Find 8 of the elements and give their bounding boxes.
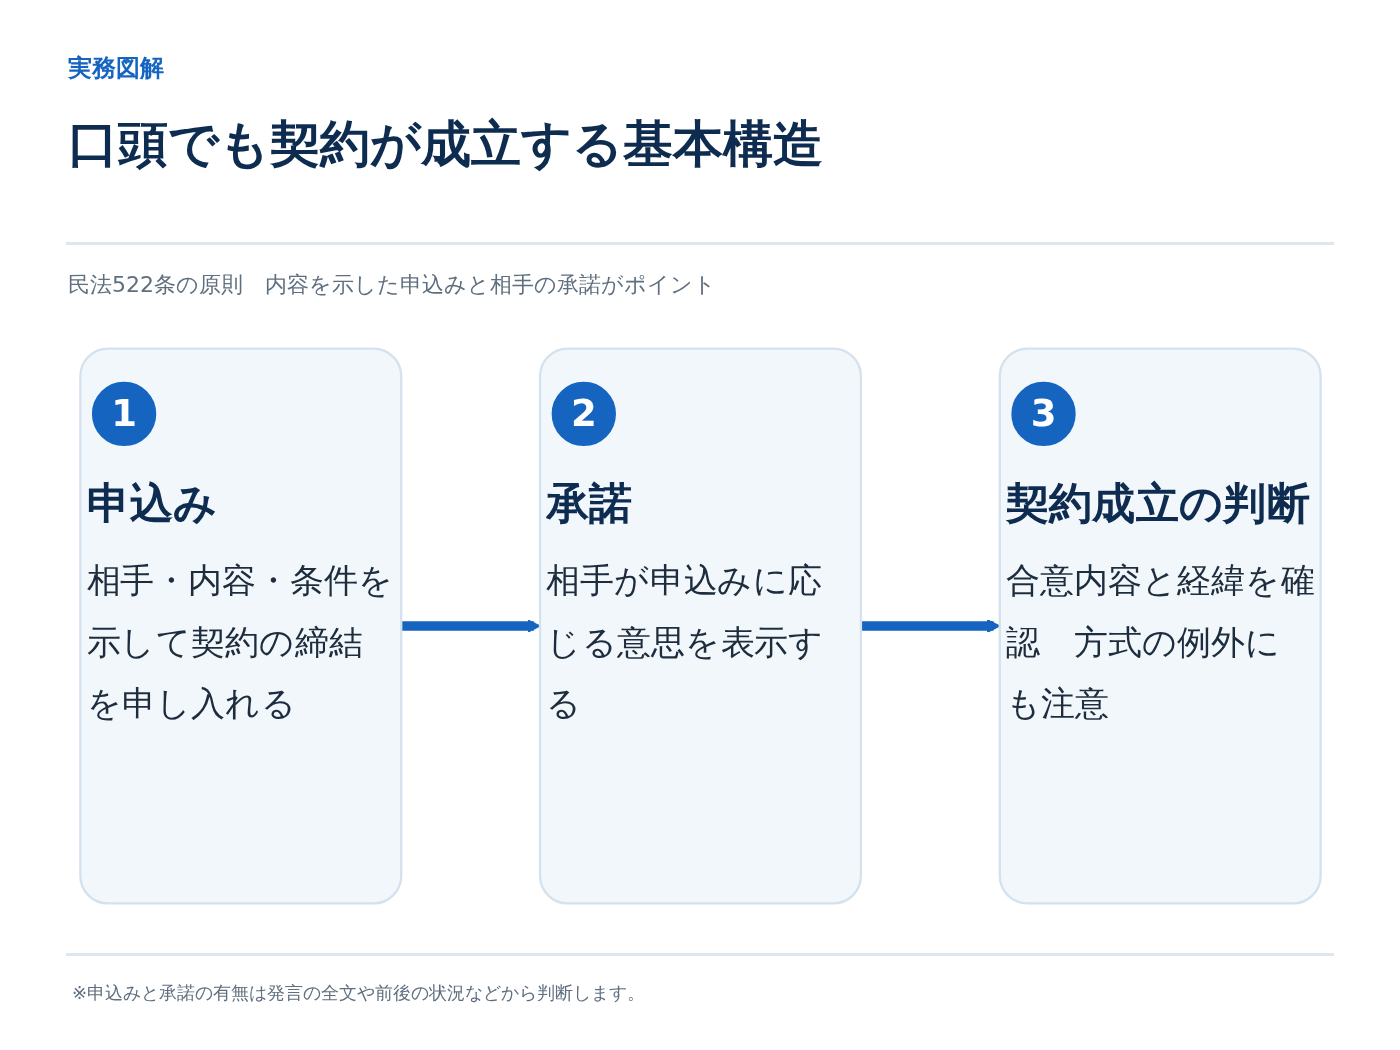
page-title: 口頭でも契約が成立する基本構造 xyxy=(68,114,823,175)
node-circle: 1 xyxy=(91,381,156,447)
subtitle-text: 民法522条の原則 内容を示した申込みと相手の承諾がポイント xyxy=(68,271,716,299)
arrow xyxy=(860,619,1000,633)
kicker-label: 実務図解 xyxy=(68,53,164,84)
node-circle: 3 xyxy=(1010,381,1076,447)
footnote-text: ※申込みと承諾の有無は発言の全文や前後の状況などから判断します。 xyxy=(72,981,646,1005)
node-circle: 2 xyxy=(551,381,616,447)
